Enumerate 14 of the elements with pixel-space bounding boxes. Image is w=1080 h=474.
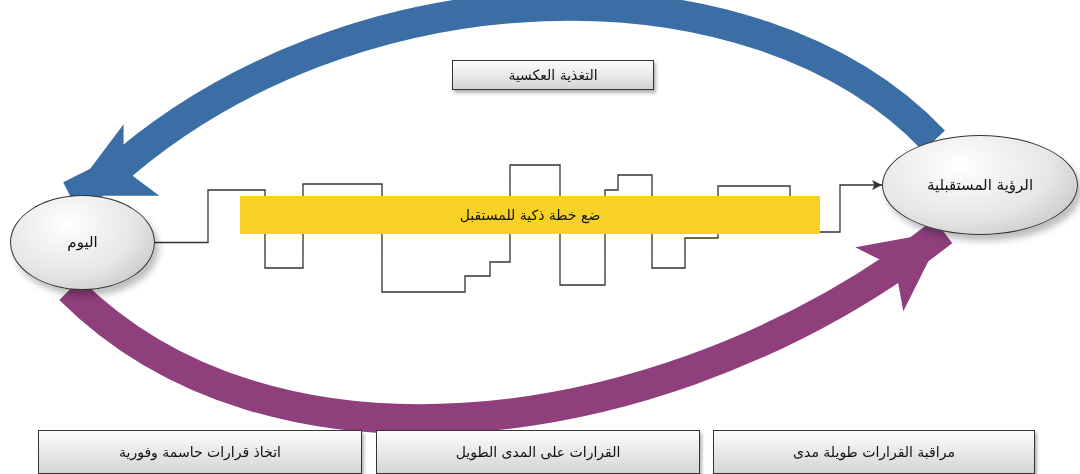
label-box	[713, 430, 1035, 474]
plan-bar	[240, 196, 820, 234]
step-arrow	[819, 180, 883, 233]
node-label: اتخاذ قرارات حاسمة وفورية	[119, 442, 281, 462]
label-box	[376, 430, 700, 474]
label-box	[452, 60, 654, 90]
node-label: التغذية العكسية	[508, 65, 598, 85]
node-label: مراقبة القرارات طويلة مدى	[793, 442, 955, 462]
node-label: اليوم	[67, 232, 98, 253]
node-label: ضع خطة ذكية للمستقبل	[459, 205, 601, 225]
label-box	[38, 430, 362, 474]
node-label: الرؤية المستقبلية	[926, 174, 1034, 196]
node-label: القرارات على المدى الطويل	[455, 442, 621, 462]
ellipse-node	[10, 195, 155, 290]
